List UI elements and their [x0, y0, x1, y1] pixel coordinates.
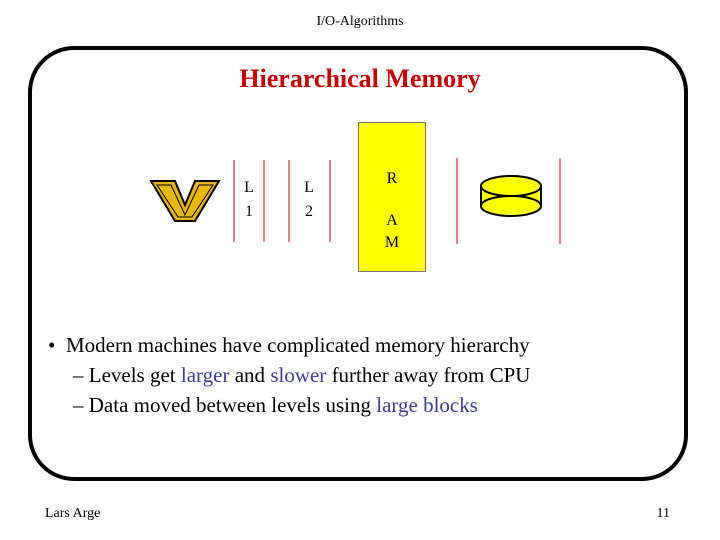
l2-line2: 2	[305, 203, 313, 220]
cpu-icon	[149, 180, 221, 222]
ram-label-a: A	[386, 212, 398, 229]
sub2-highlight-large-blocks: large blocks	[376, 393, 478, 417]
l1-line1: L	[244, 179, 254, 196]
disk-icon	[480, 175, 542, 217]
footer-page-number: 11	[656, 506, 670, 521]
l1-line2: 1	[245, 203, 253, 220]
footer-author: Lars Arge	[45, 506, 101, 521]
bullet-list: • Modern machines have complicated memor…	[48, 330, 530, 420]
ram-box: R A M	[358, 122, 426, 272]
dash: –	[73, 393, 84, 417]
bullet-item-main: • Modern machines have complicated memor…	[48, 330, 530, 360]
bullet-dot: •	[48, 333, 56, 357]
sub1-highlight-larger: larger	[180, 363, 230, 387]
header-title: I/O-Algorithms	[316, 14, 404, 29]
sub1-post: further away from CPU	[331, 363, 531, 387]
sub1-mid: and	[234, 363, 266, 387]
dash: –	[73, 363, 84, 387]
l1-label: L 1	[238, 176, 260, 224]
slide-title: Hierarchical Memory	[239, 64, 481, 93]
ram-label-m: M	[384, 234, 400, 251]
sub1-highlight-slower: slower	[270, 363, 327, 387]
l2-line1: L	[304, 179, 314, 196]
ram-label-r: R	[386, 170, 398, 187]
slide-frame	[28, 46, 688, 481]
bullet-text-main: Modern machines have complicated memory …	[66, 333, 530, 357]
bullet-item-sub2: – Data moved between levels using large …	[48, 390, 530, 420]
sub2-pre: Data moved between levels using	[88, 393, 371, 417]
sub1-pre: Levels get	[88, 363, 176, 387]
l2-label: L 2	[298, 176, 320, 224]
bullet-item-sub1: – Levels get larger and slower further a…	[48, 360, 530, 390]
